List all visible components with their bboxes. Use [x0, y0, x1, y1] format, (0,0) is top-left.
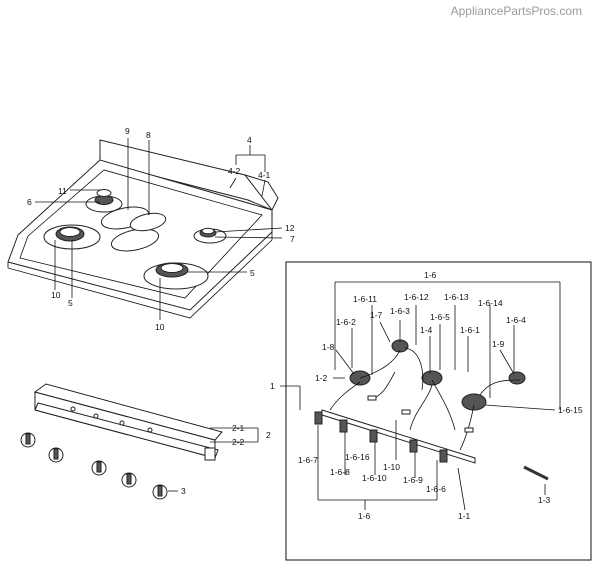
- label-1-6-8: 1-6-8: [330, 467, 350, 477]
- label-1-6-12: 1-6-12: [404, 292, 429, 302]
- label-1-7: 1-7: [370, 310, 383, 320]
- label-10-center: 10: [155, 322, 165, 332]
- label-2-2: 2-2: [232, 437, 245, 447]
- watermark-text: AppliancePartsPros.com: [450, 4, 582, 18]
- label-8: 8: [146, 130, 151, 140]
- label-5-left: 5: [68, 298, 73, 308]
- label-11: 11: [58, 186, 67, 196]
- label-1-6-13: 1-6-13: [444, 292, 469, 302]
- label-1-3: 1-3: [538, 495, 551, 505]
- label-1-6-10: 1-6-10: [362, 473, 387, 483]
- label-1-6-9: 1-6-9: [403, 475, 423, 485]
- knobs: [20, 432, 168, 500]
- label-1-9: 1-9: [492, 339, 505, 349]
- label-1-6-6: 1-6-6: [426, 484, 446, 494]
- label-4-1: 4-1: [258, 170, 271, 180]
- label-1-6-2: 1-6-2: [336, 317, 356, 327]
- manifold-box: [285, 261, 592, 561]
- label-1-4: 1-4: [420, 325, 433, 335]
- label-5-right: 5: [250, 268, 255, 278]
- manifold-leader-lines: [280, 281, 561, 511]
- label-1-2: 1-2: [315, 373, 328, 383]
- label-1-6-15: 1-6-15: [558, 405, 583, 415]
- label-12: 12: [285, 223, 295, 233]
- label-1-6-11: 1-6-11: [353, 294, 377, 304]
- label-3: 3: [181, 486, 186, 496]
- label-1-6-3: 1-6-3: [390, 306, 410, 316]
- label-4: 4: [247, 135, 252, 145]
- label-1-6-1: 1-6-1: [460, 325, 480, 335]
- manifold-assembly: [314, 339, 549, 481]
- label-1-6-16: 1-6-16: [345, 452, 370, 462]
- label-2: 2: [266, 430, 271, 440]
- cooktop-leader-lines: [35, 138, 283, 320]
- label-1-6-top: 1-6: [424, 270, 437, 280]
- label-1-1: 1-1: [458, 511, 471, 521]
- label-7: 7: [290, 234, 295, 244]
- label-9: 9: [125, 126, 130, 136]
- callout-labels: 4 4-2 4-1 9 8 11 6 12 7 5 10 5 10 2-1 2-…: [27, 126, 583, 521]
- label-1-6-5: 1-6-5: [430, 312, 450, 322]
- label-1: 1: [270, 381, 275, 391]
- control-panel: [33, 383, 223, 461]
- label-2-1: 2-1: [232, 423, 245, 433]
- label-1-8: 1-8: [322, 342, 335, 352]
- label-10-left: 10: [51, 290, 61, 300]
- label-1-6-14: 1-6-14: [478, 298, 503, 308]
- label-1-10: 1-10: [383, 462, 400, 472]
- label-1-6-bottom: 1-6: [358, 511, 371, 521]
- label-4-2: 4-2: [228, 166, 241, 176]
- label-6: 6: [27, 197, 32, 207]
- cooktop-assembly: [7, 139, 279, 319]
- label-1-6-7: 1-6-7: [298, 455, 318, 465]
- label-1-6-4: 1-6-4: [506, 315, 526, 325]
- control-leader-lines: [168, 427, 259, 492]
